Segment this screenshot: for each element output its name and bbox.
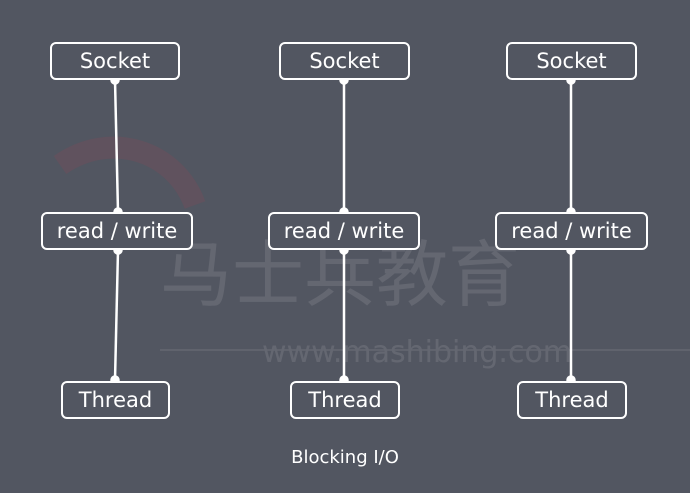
col3-socket-box: Socket <box>506 42 637 80</box>
col3-thread-box: Thread <box>517 381 627 419</box>
col1-thread-box: Thread <box>61 381 170 419</box>
col2-socket-box: Socket <box>279 42 410 80</box>
diagram-caption: Blocking I/O <box>291 447 399 468</box>
col1-socket-box: Socket <box>50 42 180 80</box>
col2-thread-box: Thread <box>290 381 400 419</box>
col3-read-write-box: read / write <box>495 212 648 250</box>
col1-rw-to-thread-line <box>113 249 120 381</box>
col2-read-write-box: read / write <box>268 212 420 250</box>
col1-read-write-box: read / write <box>41 212 193 250</box>
col1-socket-to-rw-line <box>113 79 120 213</box>
